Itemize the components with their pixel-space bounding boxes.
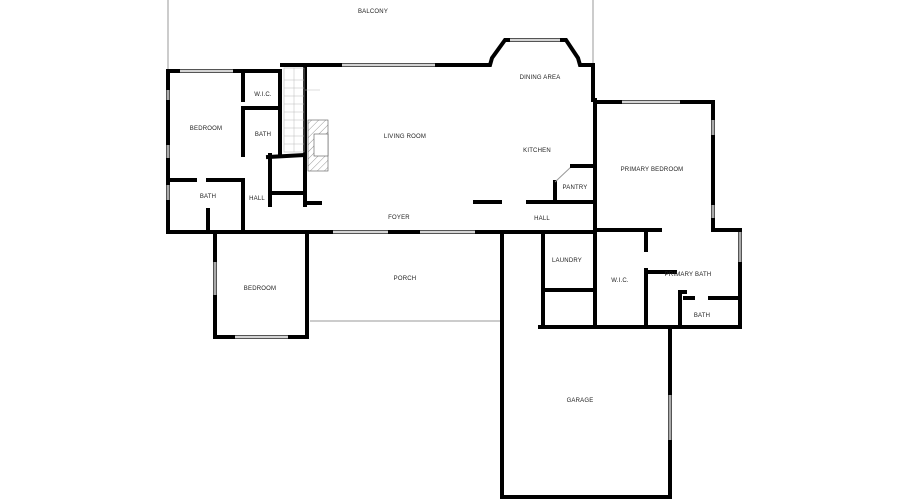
label-hall-right: HALL <box>534 216 550 222</box>
label-porch: PORCH <box>394 276 417 282</box>
label-bath-left: BATH <box>200 194 216 200</box>
interior-walls <box>166 63 742 329</box>
room-labels: BALCONY DINING AREA W.I.C. BEDROOM BATH … <box>190 9 712 404</box>
label-hall-left: HALL <box>249 196 265 202</box>
label-bedroom-lower: BEDROOM <box>244 286 276 292</box>
label-primary-bath: PRIMARY BATH <box>665 272 712 278</box>
label-bedroom-left: BEDROOM <box>190 126 222 132</box>
label-wic-left: W.I.C. <box>254 92 272 98</box>
label-bath-upper: BATH <box>255 132 271 138</box>
windows <box>166 38 742 440</box>
label-bath-right: BATH <box>694 313 710 319</box>
label-wic-right: W.I.C. <box>611 278 629 284</box>
label-garage: GARAGE <box>567 398 594 404</box>
staircase <box>283 67 320 153</box>
fireplace <box>307 119 329 172</box>
label-dining-area: DINING AREA <box>520 75 561 81</box>
label-balcony: BALCONY <box>358 9 388 15</box>
label-living-room: LIVING ROOM <box>384 134 426 140</box>
label-primary-bedroom: PRIMARY BEDROOM <box>621 167 684 173</box>
label-foyer: FOYER <box>388 215 410 221</box>
label-kitchen: KITCHEN <box>523 148 551 154</box>
balcony-outline <box>167 0 594 71</box>
label-laundry: LAUNDRY <box>552 258 582 264</box>
label-pantry: PANTRY <box>563 185 588 191</box>
